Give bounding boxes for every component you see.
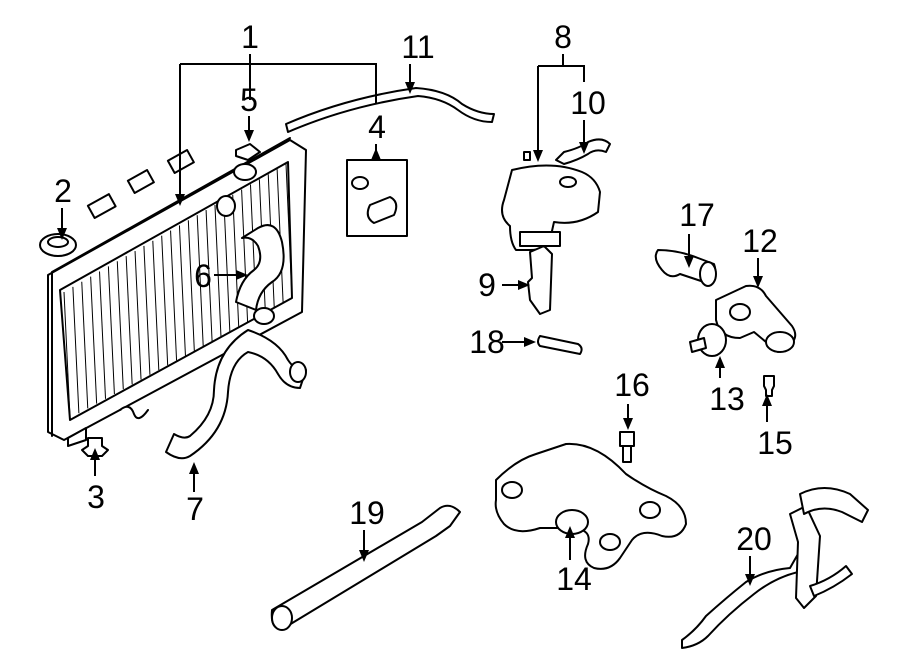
- radiator-cap: [39, 233, 77, 257]
- callout-20: 20: [736, 521, 772, 557]
- bypass-hose: [537, 335, 583, 355]
- radiator-fin: [116, 261, 124, 390]
- radiator-fin: [90, 276, 98, 404]
- mount-bracket: [235, 143, 261, 161]
- temperature-sensor: [763, 375, 775, 397]
- radiator-fin: [187, 220, 195, 351]
- radiator-fin: [285, 163, 293, 299]
- coolant-reservoir: [501, 138, 611, 251]
- radiator-fin: [72, 286, 80, 414]
- overflow-tube: [285, 87, 495, 133]
- callout-6: 6: [194, 258, 212, 294]
- water-manifold: [494, 442, 687, 570]
- callout-10: 10: [570, 85, 606, 121]
- callout-14: 14: [556, 561, 592, 597]
- radiator-fin: [178, 225, 186, 356]
- callout-7: 7: [186, 491, 204, 527]
- radiator: [47, 137, 307, 447]
- heater-hose-assembly: [681, 487, 869, 649]
- callout-1: 1: [241, 19, 259, 55]
- callout-15: 15: [757, 425, 793, 461]
- callout-2: 2: [54, 173, 72, 209]
- radiator-fin: [232, 194, 240, 327]
- callout-12: 12: [742, 223, 778, 259]
- radiator-fin: [81, 281, 89, 409]
- callout-9: 9: [478, 267, 496, 303]
- radiator-fin: [143, 245, 151, 375]
- callout-3: 3: [87, 479, 105, 515]
- radiator-fin: [214, 204, 222, 337]
- callout-11: 11: [401, 29, 434, 65]
- callout-19: 19: [349, 495, 385, 531]
- leader-arrowheads: [57, 82, 772, 586]
- temperature-switch: [619, 431, 635, 463]
- upper-radiator-hose: [235, 224, 285, 325]
- radiator-fin: [223, 199, 231, 332]
- thermostat: [689, 323, 727, 357]
- thermostat-housing: [715, 284, 797, 353]
- callout-8: 8: [554, 19, 572, 55]
- radiator-fin: [125, 256, 133, 385]
- callout-17: 17: [679, 197, 715, 233]
- leader-lines: [61, 54, 768, 580]
- drain-plug: [81, 437, 109, 457]
- callout-labels: 1 2 3 4 5 6 7 8 9 10 11 12 13 14 15 16 1…: [54, 19, 793, 597]
- radiator-fin: [205, 210, 213, 342]
- seal-kit: [346, 159, 408, 237]
- radiator-fin: [161, 235, 169, 366]
- callout-13: 13: [709, 381, 745, 417]
- radiator-fin: [170, 230, 178, 361]
- reservoir-bracket: [527, 245, 553, 315]
- radiator-fin: [99, 271, 107, 399]
- callout-4: 4: [368, 109, 386, 145]
- radiator-fin: [63, 291, 71, 419]
- lower-radiator-hose: [165, 329, 307, 460]
- water-outlet: [654, 249, 717, 287]
- radiator-fin: [196, 215, 204, 347]
- radiator-fin: [134, 251, 142, 380]
- radiator-fin: [152, 240, 160, 371]
- radiator-fin: [107, 266, 115, 395]
- coolant-pipe: [270, 504, 461, 631]
- callout-5: 5: [240, 82, 258, 118]
- callout-16: 16: [614, 367, 650, 403]
- callout-18: 18: [469, 324, 505, 360]
